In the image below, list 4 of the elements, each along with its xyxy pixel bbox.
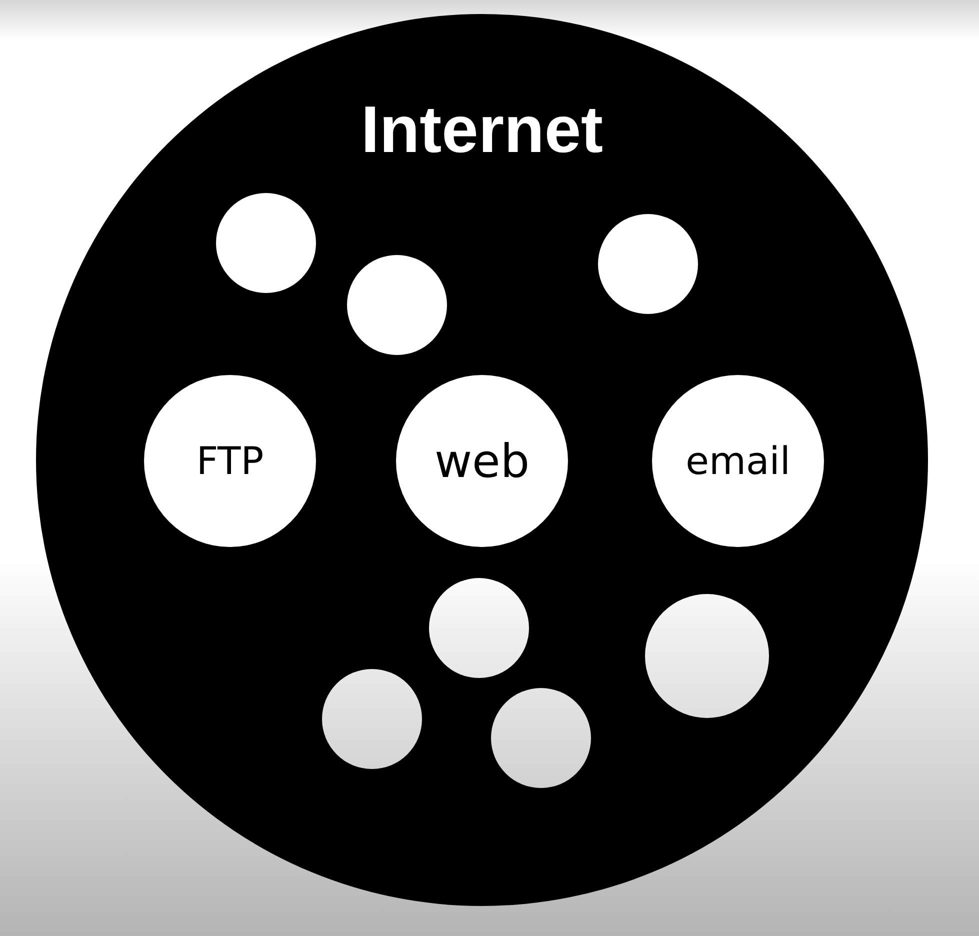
node-label: email (686, 442, 790, 480)
node-label: FTP (196, 442, 264, 480)
node-label: web (434, 438, 530, 484)
heading: Internet (360, 96, 604, 162)
